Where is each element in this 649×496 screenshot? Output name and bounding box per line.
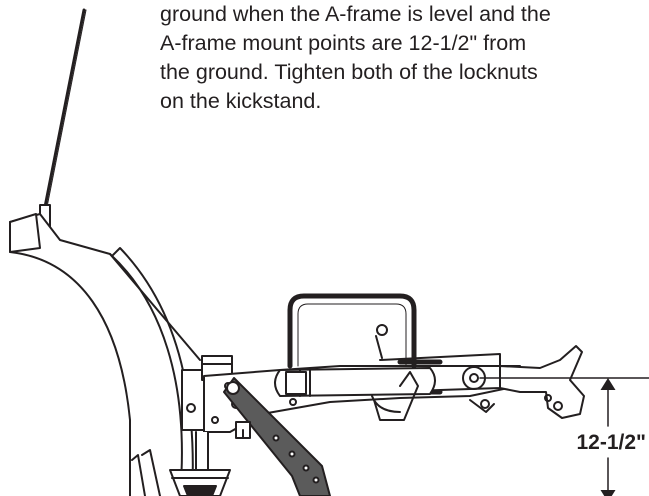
instruction-line-1: ground when the A-frame is level and the [160, 2, 551, 26]
jack-post [169, 421, 251, 496]
plow-blade [9, 213, 201, 496]
dimension-label: 12-1/2" [576, 431, 646, 454]
kickstand [223, 377, 331, 496]
hydraulic-cylinder [274, 367, 436, 421]
marker-rod [39, 8, 87, 246]
instruction-line-3: the ground. Tighten both of the locknuts [160, 60, 538, 84]
lift-frame [287, 293, 417, 369]
instruction-line-4: on the kickstand. [160, 89, 322, 113]
instruction-text: ground when the A-frame is level and the… [160, 0, 649, 116]
hitch-latch [499, 345, 585, 419]
instruction-line-2: A-frame mount points are 12-1/2" from [160, 31, 527, 55]
